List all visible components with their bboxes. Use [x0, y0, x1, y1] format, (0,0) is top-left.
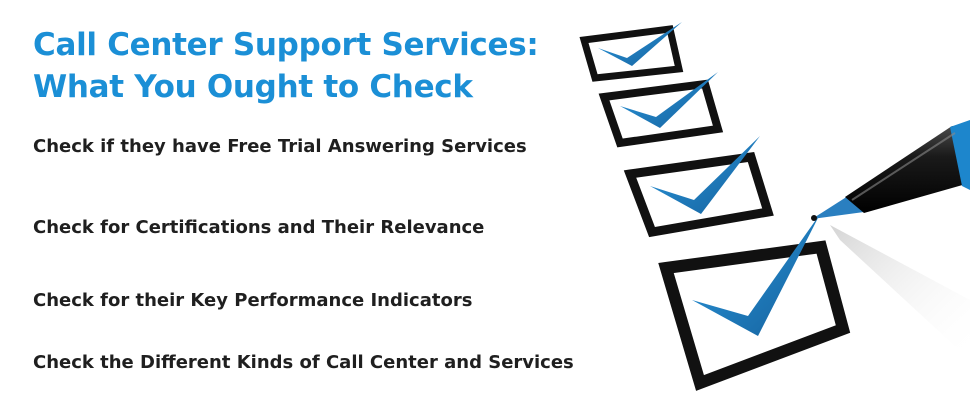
title-line-1: Call Center Support Services:	[33, 27, 539, 63]
checklist-item-free-trial: Check if they have Free Trial Answering …	[33, 136, 527, 157]
page-title: Call Center Support Services: What You O…	[33, 24, 573, 108]
pen-icon	[811, 120, 970, 221]
checklist-item-kpis: Check for their Key Performance Indicato…	[33, 290, 473, 311]
checkbox-checked-icon	[623, 136, 774, 238]
pen-shadow	[830, 225, 970, 360]
checkbox-checked-icon	[658, 214, 851, 391]
title-line-2: What You Ought to Check	[33, 69, 473, 105]
checkbox-checked-icon	[598, 72, 724, 148]
checklist-item-certifications: Check for Certifications and Their Relev…	[33, 217, 485, 238]
checklist-item-call-center-kinds: Check the Different Kinds of Call Center…	[33, 352, 574, 373]
checkbox-checked-icon	[579, 22, 684, 82]
